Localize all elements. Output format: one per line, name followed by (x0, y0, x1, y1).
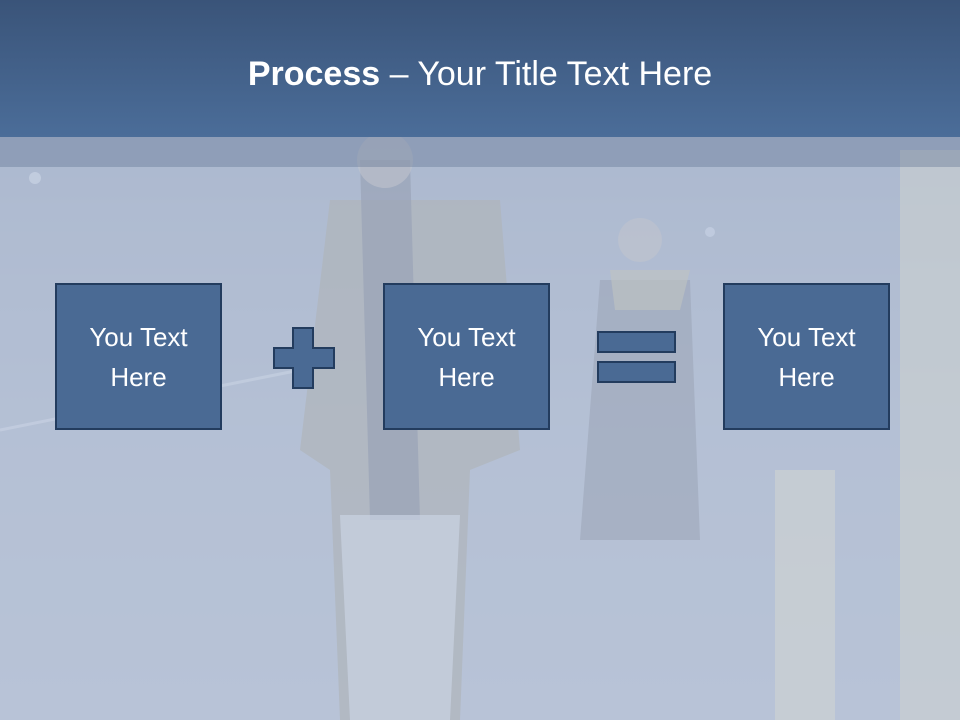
process-box-1-text: You Text Here (89, 321, 188, 392)
slide-title-bold: Process (247, 55, 381, 93)
slide-title[interactable]: Process – Your Title Text Here (0, 52, 960, 96)
process-box-3-text: You Text Here (757, 321, 856, 392)
plus-icon (273, 327, 335, 389)
title-bar (0, 0, 960, 137)
process-box-3[interactable]: You Text Here (723, 283, 890, 430)
title-bar-shadow (0, 137, 960, 167)
equals-icon (597, 331, 676, 383)
process-box-2[interactable]: You Text Here (383, 283, 550, 430)
process-box-1[interactable]: You Text Here (55, 283, 222, 430)
slide-title-rest: – Your Title Text Here (380, 55, 713, 93)
process-box-2-text: You Text Here (417, 321, 516, 392)
